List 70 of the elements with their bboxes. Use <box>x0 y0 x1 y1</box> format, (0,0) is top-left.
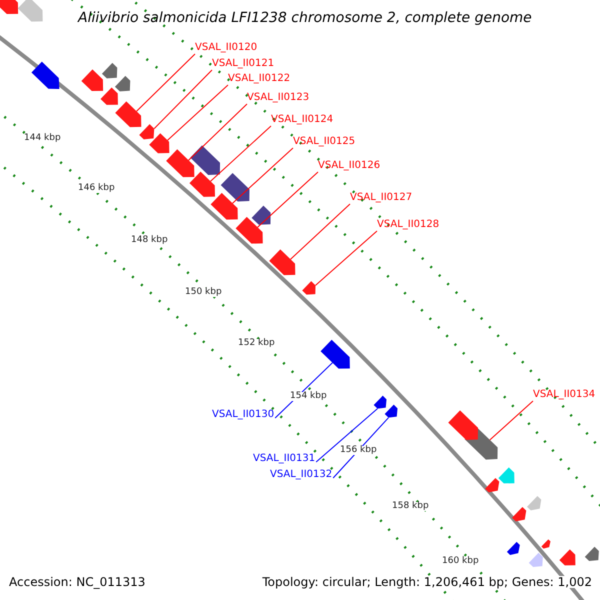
gene-block <box>166 149 194 178</box>
gene-block <box>18 0 43 22</box>
gene-label: VSAL_II0128 <box>377 220 440 230</box>
gene-label: VSAL_II0121 <box>212 59 274 69</box>
gene-block <box>498 467 514 484</box>
gene-block <box>448 410 478 440</box>
gene-label: VSAL_II0127 <box>350 193 412 203</box>
gene-label: VSAL_II0126 <box>318 161 380 171</box>
leader-line <box>316 408 378 462</box>
gene-block <box>384 404 398 418</box>
title: Aliivibrio salmonicida LFI1238 chromosome 2, complete genome <box>78 11 532 25</box>
gene-block <box>0 0 18 14</box>
gene-block <box>139 124 154 140</box>
gene-block <box>114 76 130 92</box>
leader-line <box>315 230 378 286</box>
gene-label: VSAL_II0123 <box>247 93 310 103</box>
leader-line <box>232 148 294 204</box>
accession-text: Accession: NC_011313 <box>9 576 146 588</box>
leader-line <box>489 400 534 440</box>
gene-label: VSAL_II0134 <box>533 390 596 400</box>
gene-block <box>269 249 296 276</box>
gene-block <box>528 552 543 568</box>
leader-line <box>257 172 318 228</box>
gene-block <box>302 281 316 295</box>
gene-block <box>81 69 104 91</box>
scale-label: 154 kbp <box>290 392 327 401</box>
gene-label: VSAL_II0125 <box>293 137 356 147</box>
scale-label: 148 kbp <box>131 236 168 245</box>
gene-block <box>220 172 250 202</box>
leader-line <box>188 104 248 161</box>
gene-block <box>252 206 271 225</box>
gene-block <box>485 478 500 492</box>
leader-line <box>136 54 196 112</box>
gene-block <box>527 496 542 510</box>
scale-label: 152 kbp <box>238 339 275 348</box>
gene-block <box>559 549 576 566</box>
gene-label: VSAL_II0130 <box>212 410 274 420</box>
gene-label: VSAL_II0124 <box>271 115 334 125</box>
scale-label: 146 kbp <box>78 184 115 193</box>
gene-block <box>584 546 599 562</box>
gene-block <box>512 506 526 522</box>
leader-line <box>332 417 389 478</box>
gene-label: VSAL_II0132 <box>270 470 332 480</box>
gene-block <box>210 192 238 220</box>
gene-label: VSAL_II0131 <box>253 454 316 464</box>
gene-label: VSAL_II0120 <box>195 43 258 53</box>
scale-label: 144 kbp <box>24 134 61 143</box>
gene-block <box>31 62 60 89</box>
gene-block <box>320 340 350 369</box>
leader-line <box>210 126 272 182</box>
gene-block <box>236 216 263 244</box>
scale-label: 160 kbp <box>442 557 479 566</box>
leader-line <box>167 84 228 141</box>
gene-block <box>189 172 215 197</box>
leader-line <box>274 362 333 418</box>
gene-block <box>149 133 170 154</box>
gene-block <box>190 145 220 176</box>
scale-label: 150 kbp <box>185 288 222 297</box>
gene-label: VSAL_II0122 <box>228 74 290 84</box>
leader-line <box>154 70 212 130</box>
scale-label: 158 kbp <box>392 502 429 511</box>
gene-block <box>374 396 387 409</box>
gene-block <box>541 539 550 549</box>
gene-block <box>115 101 142 128</box>
scale-label: 156 kbp <box>340 446 377 455</box>
leader-line <box>290 204 350 260</box>
gene-block <box>102 62 118 78</box>
gene-block <box>506 542 520 556</box>
genome-info: Topology: circular; Length: 1,206,461 bp; Genes: 1,002 <box>262 576 592 588</box>
gene-block <box>100 88 118 105</box>
